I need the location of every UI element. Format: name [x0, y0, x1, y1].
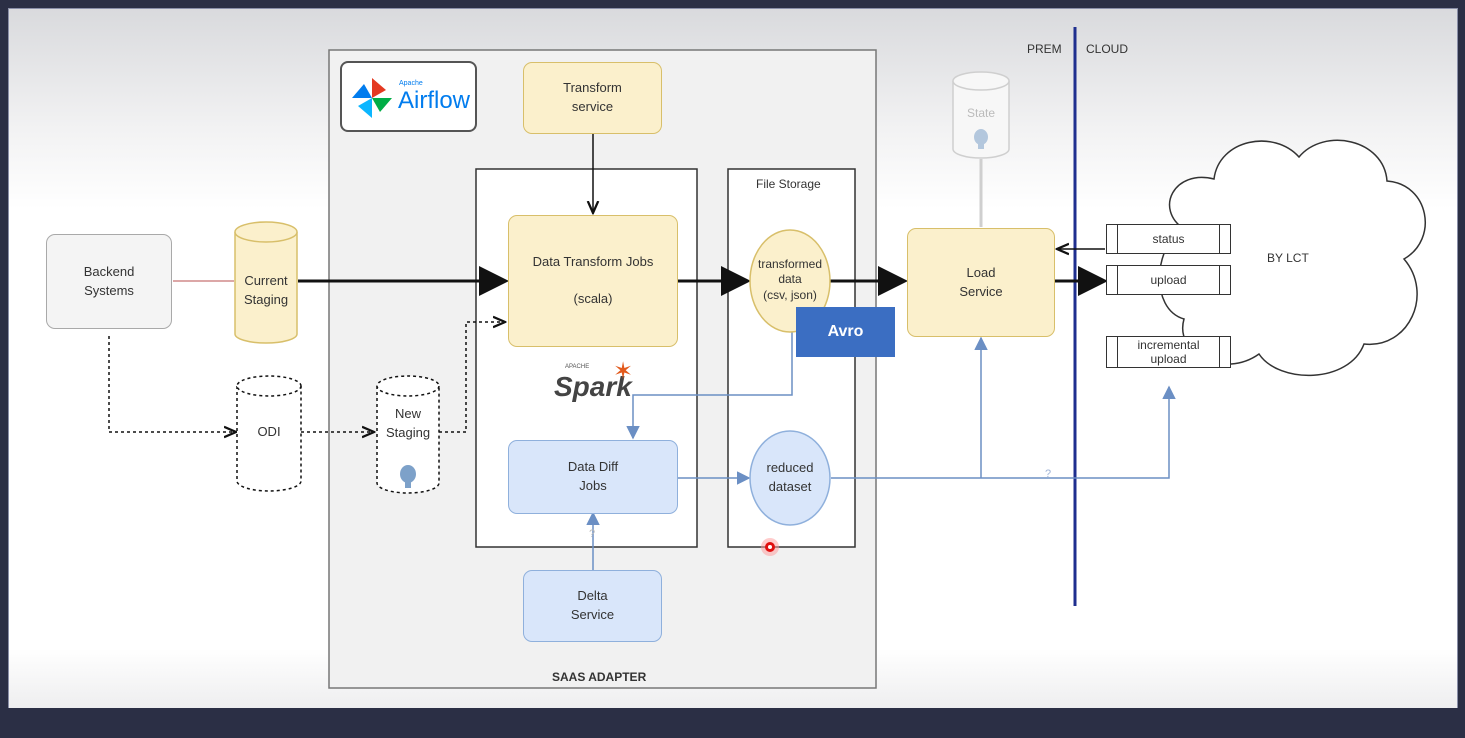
connector-layer [108, 27, 1426, 689]
upload-queue: upload [1106, 265, 1231, 295]
diagram-canvas: PREM CLOUD Apache Airflow APACHE Spark ✶… [8, 8, 1458, 710]
question-label: ? [589, 528, 596, 540]
saas-adapter-label: SAAS ADAPTER [552, 670, 647, 684]
data-transform-jobs-node: Data Transform Jobs (scala) [508, 215, 678, 347]
status-queue: status [1106, 224, 1231, 254]
backend-systems-node: Backend Systems [46, 234, 172, 329]
transformed-data-circle [749, 229, 831, 333]
reduced-dataset-circle [749, 430, 831, 526]
state-label: State [966, 106, 996, 121]
odi-label: ODI [257, 423, 281, 439]
reduced-dataset-label: reduced dataset [766, 460, 814, 494]
spark-label: Spark [554, 371, 632, 402]
cloud-label-by-lct: BY LCT [1267, 251, 1309, 265]
star-icon: ✶ [613, 358, 634, 385]
postgres-icon [974, 129, 988, 149]
data-diff-jobs-node: Data Diff Jobs [508, 440, 678, 514]
postgres-icon [400, 465, 416, 488]
new-staging-label: New Staging [385, 406, 431, 440]
airflow-logo: Apache Airflow [340, 61, 477, 132]
transform-service-node: Transform service [523, 62, 662, 134]
state-cylinder [952, 71, 1010, 159]
avro-label: Avro [796, 307, 895, 357]
spark-small-label: APACHE [565, 364, 590, 370]
current-staging-cylinder [234, 221, 298, 344]
spark-logo: APACHE Spark ✶ [549, 358, 639, 407]
file-storage-label: File Storage [756, 177, 821, 191]
airflow-label: Airflow [398, 87, 471, 114]
load-service-node: Load Service [907, 228, 1055, 337]
edge-backend-odi [108, 336, 236, 432]
question-label: ? [1045, 468, 1052, 480]
edge-reduced-incremental [831, 385, 1176, 479]
pinwheel-icon [352, 78, 392, 118]
edge-tdata-diff [626, 319, 793, 440]
prem-label: PREM [1027, 42, 1062, 56]
bottom-band [0, 708, 1465, 738]
cloud-label: CLOUD [1086, 42, 1129, 56]
edge-newstaging-tjobs [439, 322, 505, 433]
odi-cylinder [236, 375, 302, 492]
airflow-small-label: Apache [399, 80, 423, 87]
delta-service-node: Delta Service [523, 570, 662, 642]
incremental-upload-queue: incremental upload [1106, 336, 1231, 368]
new-staging-cylinder [376, 375, 440, 494]
transformed-data-label: transformed data (csv, json) [757, 256, 823, 302]
current-staging-label: Current Staging [243, 273, 289, 307]
